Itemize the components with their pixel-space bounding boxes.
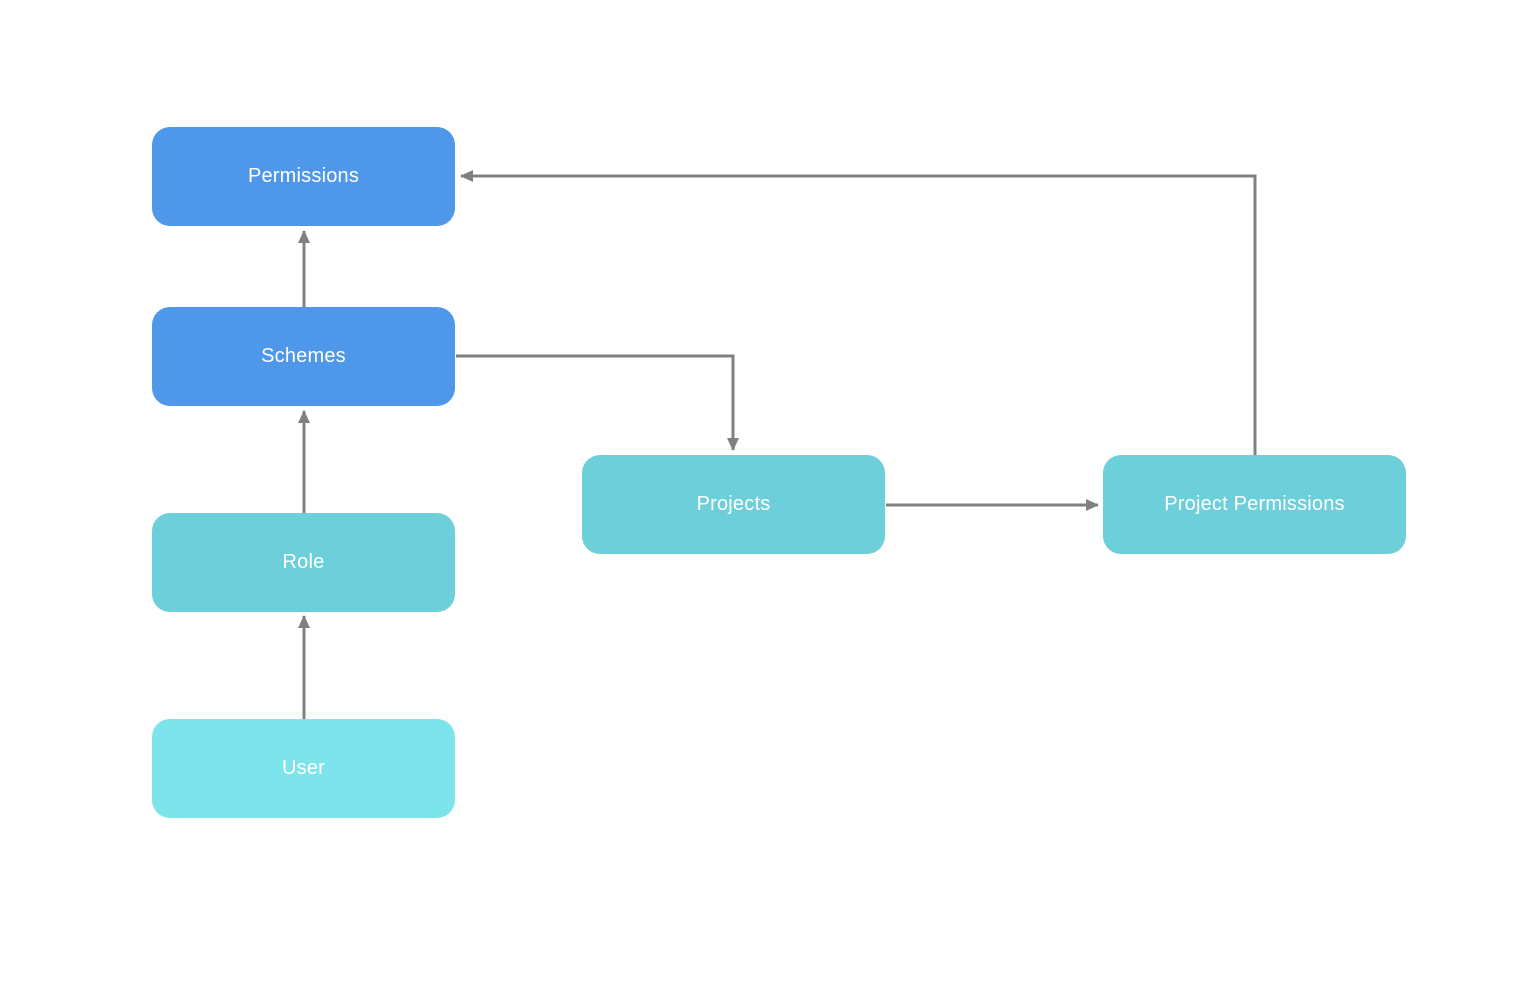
node-permissions-label: Permissions <box>247 165 360 187</box>
node-schemes: Schemes <box>152 307 455 406</box>
node-permissions: Permissions <box>152 127 455 226</box>
edge-schemes-to-projects <box>456 354 739 451</box>
node-role-label: Role <box>282 551 325 573</box>
edge-project-permissions-to-permissions <box>460 170 1257 455</box>
node-projects: Projects <box>582 455 885 554</box>
node-schemes-label: Schemes <box>261 345 346 367</box>
node-project-permissions: Project Permissions <box>1103 455 1406 554</box>
node-project-permissions-label: Project Permissions <box>1164 493 1345 515</box>
node-user-label: User <box>281 757 326 779</box>
node-projects-label: Projects <box>696 493 771 515</box>
node-role: Role <box>152 513 455 612</box>
node-user: User <box>152 719 455 818</box>
